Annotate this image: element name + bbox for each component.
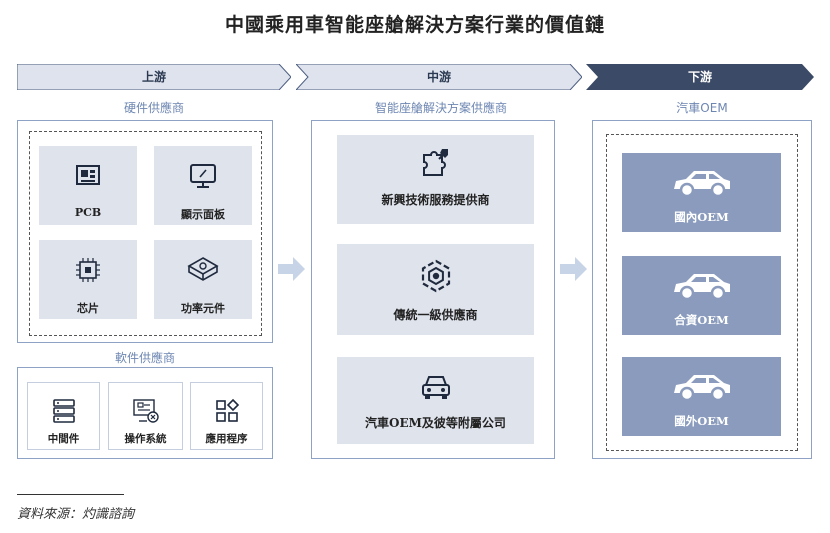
pcb-icon <box>76 165 100 185</box>
car-side-icon <box>673 375 730 402</box>
monitor-icon <box>190 164 216 188</box>
hardware-tile-display-panel: 顯示面板 <box>154 146 252 225</box>
page-title: 中國乘用車智能座艙解決方案行業的價值鏈 <box>224 14 605 36</box>
puzzle-rocket-icon <box>422 149 448 176</box>
stage-upstream-arrow <box>17 64 291 90</box>
apps-grid-icon <box>215 398 239 422</box>
midstream-tile-emerging-tech: 新興技術服務提供商 <box>337 135 534 224</box>
downstream-label: 國內OEM <box>674 210 729 224</box>
hardware-label: 顯示面板 <box>181 208 225 221</box>
stage-downstream-label: 下游 <box>687 70 712 84</box>
hexagon-gear-icon <box>421 259 450 293</box>
midstream-tile-oem-affiliates: 汽車OEM及彼等附屬公司 <box>337 357 534 444</box>
midstream-tile-tier1: 傳統一級供應商 <box>337 244 534 335</box>
midstream-label: 汽車OEM及彼等附屬公司 <box>365 416 506 430</box>
midstream-label: 傳統一級供應商 <box>393 308 478 322</box>
hardware-dashed-frame <box>29 131 262 336</box>
car-front-icon <box>421 376 450 399</box>
flow-arrow-up-to-mid <box>278 257 305 281</box>
software-label: 應用程序 <box>205 433 248 445</box>
downstream-label: 國外OEM <box>674 414 729 428</box>
downstream-tile-jv-oem: 合資OEM <box>622 256 781 335</box>
downstream-oem-title: 汽車OEM <box>676 101 728 115</box>
software-label: 中間件 <box>47 433 80 445</box>
midstream-label: 新興技術服務提供商 <box>381 193 490 207</box>
stage-downstream: 下游 <box>586 64 814 90</box>
software-tile-operating-system: 操作系統 <box>108 382 183 450</box>
stage-downstream-arrow <box>586 64 814 90</box>
software-tile-application: 應用程序 <box>190 382 263 450</box>
downstream-dashed-frame <box>606 134 798 451</box>
server-stack-icon <box>52 399 75 423</box>
operating-system-icon <box>132 399 159 423</box>
hardware-label: 功率元件 <box>181 302 225 315</box>
chip-icon <box>76 258 100 282</box>
hardware-tile-pcb: PCB <box>39 146 137 225</box>
software-tile-middleware: 中間件 <box>27 382 100 450</box>
source-note: 資料來源：灼識諮詢 <box>17 507 135 522</box>
stage-upstream-label: 上游 <box>141 70 166 84</box>
car-side-icon <box>673 171 730 198</box>
software-label: 操作系統 <box>124 433 167 445</box>
hardware-label: 芯片 <box>77 302 99 315</box>
hardware-tile-chip: 芯片 <box>39 240 137 319</box>
stage-midstream: 中游 <box>296 64 582 90</box>
downstream-label: 合資OEM <box>674 313 729 327</box>
hardware-label: PCB <box>74 206 102 219</box>
hardware-tile-power-component: 功率元件 <box>154 240 252 319</box>
stage-midstream-arrow <box>296 64 582 90</box>
software-suppliers-title: 軟件供應商 <box>114 351 175 365</box>
car-side-icon <box>673 274 730 301</box>
source-divider <box>17 494 124 495</box>
downstream-tile-domestic-oem: 國內OEM <box>622 153 781 232</box>
hardware-suppliers-title: 硬件供應商 <box>123 101 184 115</box>
power-component-icon <box>187 257 219 281</box>
midstream-suppliers-title: 智能座艙解決方案供應商 <box>374 101 507 115</box>
downstream-tile-foreign-oem: 國外OEM <box>622 357 781 436</box>
stage-midstream-label: 中游 <box>426 70 451 84</box>
stage-upstream: 上游 <box>17 64 291 90</box>
flow-arrow-mid-to-down <box>560 257 587 281</box>
